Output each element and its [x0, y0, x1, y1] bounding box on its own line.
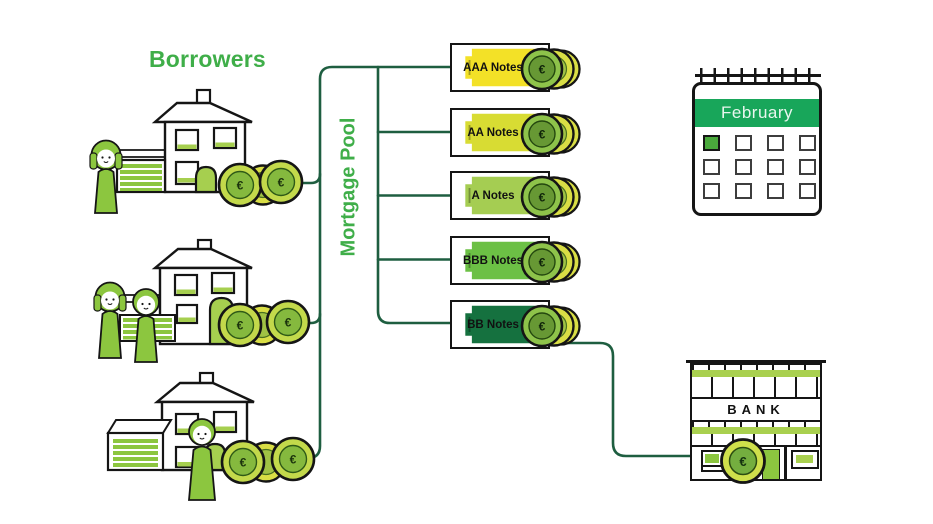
calendar-day-cell-highlighted — [703, 135, 720, 151]
bank-divider — [784, 447, 787, 479]
calendar-grid — [703, 135, 819, 199]
mortgage-pool-label: Mortgage Pool — [337, 117, 360, 257]
connector-house2-to-pool — [304, 312, 322, 325]
bank-sign: BANK — [692, 399, 820, 422]
bank-window-right — [791, 450, 819, 469]
detached-garage — [106, 419, 173, 472]
calendar-day-cell — [703, 159, 720, 175]
calendar-day-cell — [767, 135, 784, 151]
coin-stack-icon — [217, 299, 311, 348]
bank-roofline — [686, 360, 826, 363]
connector-pool-trunk — [300, 65, 452, 460]
bank-ground-floor — [692, 447, 820, 480]
calendar-binding-wire — [695, 74, 821, 77]
note-a: A Notes — [450, 171, 581, 220]
person-man — [132, 288, 160, 363]
coin-stack-icon — [520, 304, 581, 348]
house-3 — [106, 371, 316, 501]
coin-stack-icon — [217, 159, 304, 208]
note-label: BBB Notes — [462, 254, 524, 267]
battery-shape — [465, 113, 536, 152]
note-aa: AA Notes — [450, 108, 581, 157]
coin-stack-icon — [520, 240, 581, 284]
coin-stack-icon — [220, 436, 316, 485]
battery-shape — [465, 241, 536, 280]
note-bb: BB Notes — [450, 300, 581, 349]
calendar-top-strip — [695, 85, 819, 99]
window — [174, 160, 200, 186]
person-woman — [89, 139, 123, 214]
house-scene-3 — [106, 371, 316, 501]
note-label: AAA Notes — [463, 61, 523, 74]
calendar-day-cell — [799, 183, 816, 199]
note-battery — [465, 305, 536, 344]
battery-shape — [465, 176, 536, 215]
window — [210, 271, 236, 295]
roof — [153, 381, 255, 404]
calendar-day-cell — [735, 135, 752, 151]
calendar-day-cell — [735, 159, 752, 175]
window — [175, 303, 199, 325]
connector-bb-to-bank — [550, 341, 692, 458]
calendar-month-label: February — [720, 103, 794, 122]
bank-sign-label: BANK — [727, 402, 785, 417]
note-label: BB Notes — [467, 318, 519, 331]
connector-pool-to-bb — [376, 65, 452, 325]
bank-coin-icon: € — [720, 438, 766, 484]
window — [212, 410, 238, 434]
coin-stack-icon — [520, 112, 581, 156]
roof — [151, 101, 253, 124]
window — [174, 128, 200, 152]
calendar-binding-rings — [700, 68, 816, 86]
calendar-header: February — [695, 99, 819, 127]
coin-stack-icon — [520, 47, 581, 91]
roof — [151, 247, 253, 270]
bank-upper-windows — [692, 377, 820, 399]
note-battery — [465, 241, 536, 280]
note-battery — [465, 176, 536, 215]
person-woman — [93, 281, 127, 359]
window — [212, 126, 238, 150]
note-battery — [465, 48, 536, 87]
person-man — [188, 418, 216, 501]
note-battery — [465, 113, 536, 152]
house-2 — [93, 238, 311, 363]
bank-facade-ticks — [692, 422, 820, 427]
bank-green-strip — [692, 370, 820, 377]
calendar-body: February — [692, 82, 822, 216]
door — [194, 165, 218, 194]
calendar-day-cell — [767, 183, 784, 199]
note-bbb: BBB Notes — [450, 236, 581, 285]
calendar-day-cell — [799, 135, 816, 151]
svg-text:€: € — [739, 454, 746, 469]
borrowers-title: Borrowers — [149, 46, 266, 72]
calendar: February — [692, 68, 824, 220]
note-label: A Notes — [471, 189, 515, 202]
battery-shape — [465, 48, 536, 87]
calendar-day-cell — [767, 159, 784, 175]
note-aaa: AAA Notes — [450, 43, 581, 92]
house-scene-2 — [93, 238, 311, 363]
coin-stack-icon — [520, 175, 581, 219]
window — [173, 273, 199, 297]
bank-building: BANK € — [686, 360, 826, 484]
house-1 — [89, 88, 304, 214]
connector-house1-to-pool — [298, 172, 322, 185]
battery-shape — [465, 305, 536, 344]
calendar-day-cell — [799, 159, 816, 175]
calendar-day-cell — [703, 183, 720, 199]
note-label: AA Notes — [467, 126, 519, 139]
garage-door — [115, 158, 167, 194]
calendar-day-cell — [735, 183, 752, 199]
bank-facade-ticks — [692, 365, 820, 370]
bank-green-strip — [692, 427, 820, 434]
house-scene-1 — [89, 88, 304, 214]
